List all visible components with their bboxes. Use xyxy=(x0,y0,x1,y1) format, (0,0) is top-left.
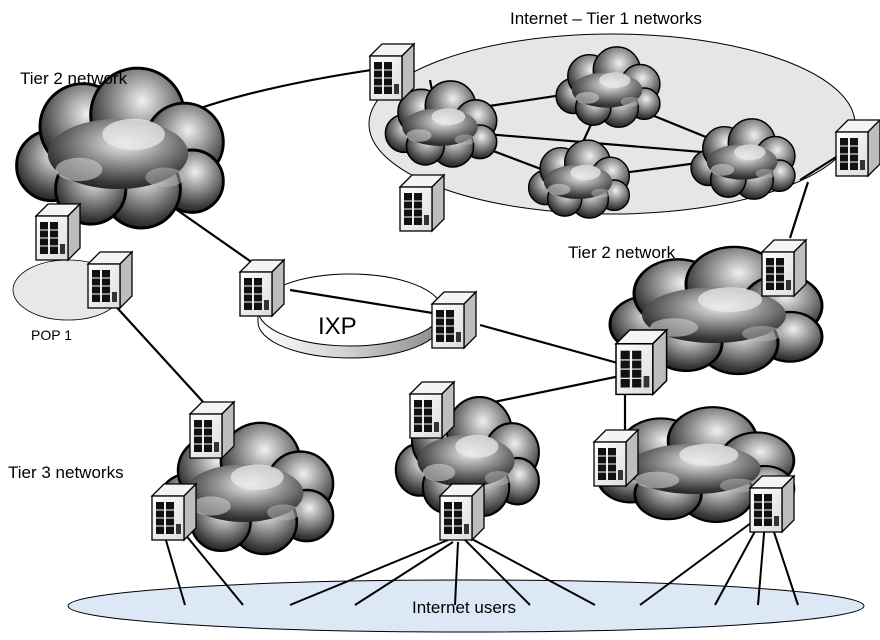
user-link xyxy=(757,521,766,606)
router-icon xyxy=(87,251,133,309)
router-icon xyxy=(151,483,197,541)
tier1-label: Internet – Tier 1 networks xyxy=(510,9,702,28)
ixp-label: IXP xyxy=(318,313,357,340)
internet-users-label: Internet users xyxy=(412,598,516,617)
user-link xyxy=(769,519,799,606)
router-icon xyxy=(593,429,639,487)
router-icon xyxy=(431,291,477,349)
user-link xyxy=(289,539,449,606)
user-link xyxy=(639,519,756,606)
router-icon xyxy=(189,401,235,459)
link-ixp-internal xyxy=(289,288,446,317)
router-icon xyxy=(615,329,668,396)
router-icon xyxy=(239,259,285,317)
user-link xyxy=(469,537,596,606)
user-link xyxy=(714,521,761,606)
link-ixp-tier2-right xyxy=(479,323,626,367)
user-link xyxy=(354,541,454,606)
router-icon xyxy=(409,381,455,439)
tier2-right-label: Tier 2 network xyxy=(568,243,676,262)
router-icon xyxy=(369,43,415,101)
router-icon xyxy=(399,174,445,232)
user-link xyxy=(454,541,459,606)
router-icon xyxy=(835,119,880,177)
link-tier1-tier2-right xyxy=(788,181,810,239)
router-icon xyxy=(749,475,795,533)
user-link xyxy=(464,539,531,606)
router-icon xyxy=(35,203,81,261)
pop-label: POP 1 xyxy=(31,327,72,343)
router-icon xyxy=(761,239,807,297)
router-icon xyxy=(439,483,485,541)
tier3-label: Tier 3 networks xyxy=(8,463,124,482)
link-tier2-ixp xyxy=(169,204,261,269)
tier2-left-label: Tier 2 network xyxy=(20,69,128,88)
link-pop-tier3 xyxy=(109,299,216,416)
internet-users-region xyxy=(67,579,865,633)
user-links xyxy=(159,519,799,606)
